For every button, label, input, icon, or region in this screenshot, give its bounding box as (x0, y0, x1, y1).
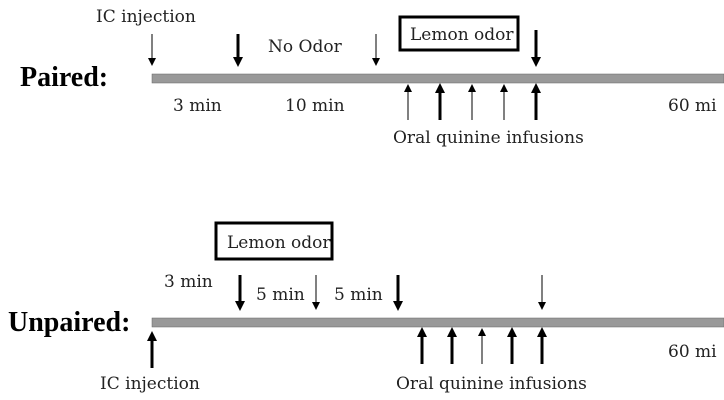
paired-section: Paired: IC injection No Odor Lemon odor … (20, 7, 724, 148)
unpaired-lemon-odor-box (214, 221, 334, 261)
unpaired-3min-label: 3 min (164, 272, 213, 292)
unpaired-infusion-label: Oral quinine infusions (396, 374, 587, 394)
paired-ic-injection-label: IC injection (96, 7, 196, 27)
paired-timeline-bar (151, 73, 724, 84)
unpaired-ic-injection-label: IC injection (100, 374, 200, 394)
paired-no-odor-label: No Odor (268, 37, 343, 57)
unpaired-60min-label: 60 mi (668, 342, 717, 362)
paired-title: Paired: (20, 62, 108, 93)
unpaired-timeline-bar (151, 317, 724, 328)
unpaired-section: Lemon odor 3 min 5 min 5 min Unpaired: 6… (8, 221, 724, 394)
paired-lemon-odor-box (398, 15, 520, 52)
paired-infusion-label: Oral quinine infusions (393, 128, 584, 148)
paired-10min-label: 10 min (285, 96, 345, 116)
unpaired-lemon-odor-label: Lemon odor (227, 233, 331, 253)
paired-60min-label: 60 mi (668, 96, 717, 116)
unpaired-5min-label-1: 5 min (256, 285, 305, 305)
paired-lemon-odor-label: Lemon odor (410, 25, 514, 45)
paired-3min-label: 3 min (173, 96, 222, 116)
unpaired-title: Unpaired: (8, 307, 130, 338)
unpaired-5min-label-2: 5 min (334, 285, 383, 305)
